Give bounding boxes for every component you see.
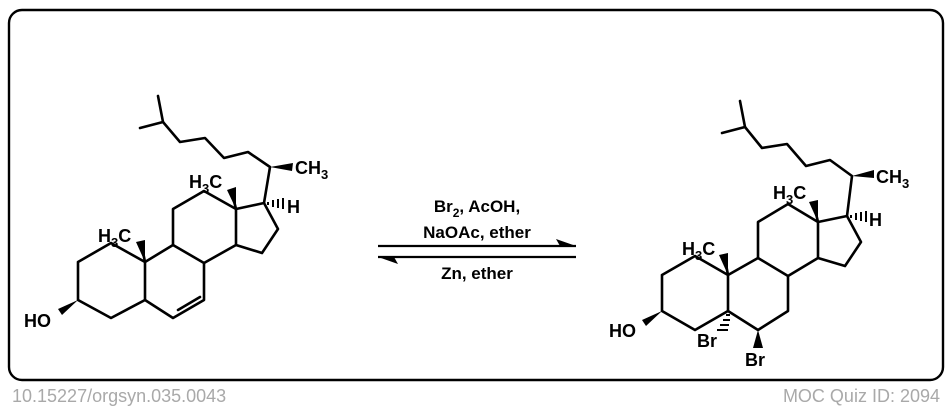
c3-hydroxyl-wedge-product (642, 311, 662, 326)
forward-reagents-line2: NaOAc, ether (423, 223, 531, 242)
c5-bromine-hash (717, 314, 730, 331)
c6-bromine-label: Br (745, 350, 765, 370)
doi-reference: 10.15227/orgsyn.035.0043 (12, 386, 227, 406)
c21-methyl-label-product: CH3 (876, 167, 909, 191)
c19-methyl-wedge-product (719, 253, 728, 275)
c20-methyl-wedge-product (852, 170, 874, 178)
equilibrium-arrows (378, 239, 576, 264)
c20-methyl-wedge (270, 163, 293, 171)
forward-reagents-line1: Br2, AcOH, (434, 197, 520, 220)
c18-methyl-wedge-product (809, 200, 818, 222)
c19-methyl-wedge (136, 240, 145, 262)
dibromocholestanol-structure (660, 99, 863, 332)
cholesterol-structure (76, 94, 280, 320)
quiz-id: MOC Quiz ID: 2094 (782, 386, 940, 406)
c21-methyl-label: CH3 (295, 158, 328, 182)
c17-hydrogen-hash-product (850, 211, 867, 222)
c17-hydrogen-hash (267, 198, 284, 209)
hydroxyl-label-product: HO (609, 321, 636, 341)
reverse-reagents: Zn, ether (441, 264, 513, 283)
c17-hydrogen-label: H (287, 197, 300, 217)
c5-bromine-label: Br (697, 331, 717, 351)
scheme-frame (7, 8, 945, 382)
c18-methyl-label: H3C (189, 172, 222, 196)
hydroxyl-label: HO (24, 311, 51, 331)
c17-hydrogen-label-product: H (869, 210, 882, 230)
c3-hydroxyl-wedge (58, 300, 78, 315)
c19-methyl-label-product: H3C (682, 239, 715, 263)
c18-methyl-wedge (227, 187, 236, 209)
c18-methyl-label-product: H3C (773, 183, 806, 207)
c6-bromine-wedge (753, 330, 763, 348)
c19-methyl-label: H3C (98, 226, 131, 250)
